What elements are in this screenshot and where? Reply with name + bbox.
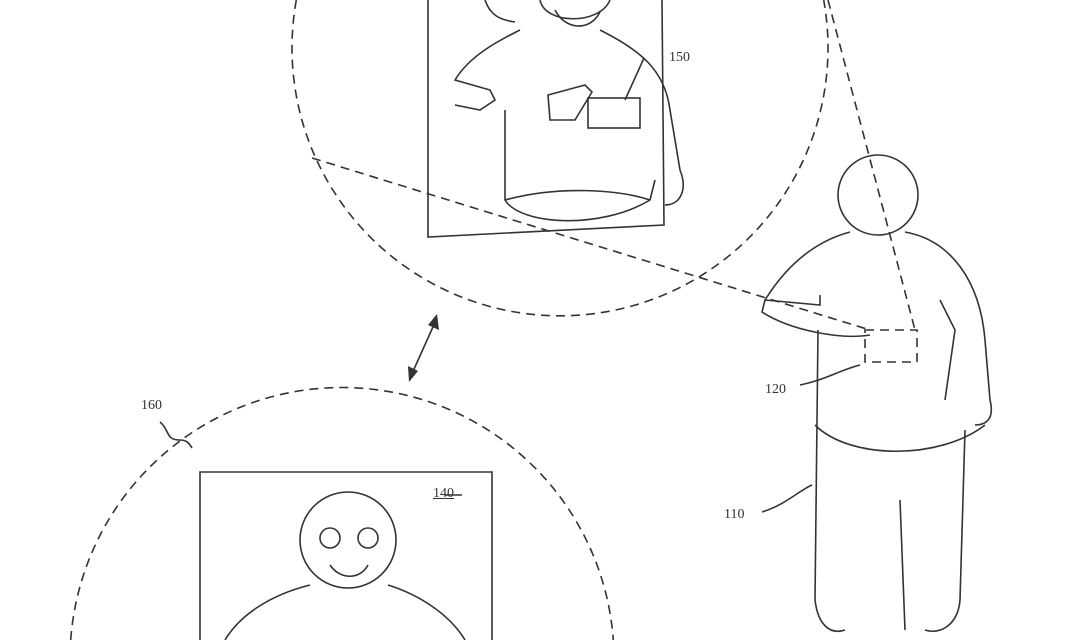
label-150: 150	[669, 50, 690, 65]
leader-120	[799, 364, 861, 386]
projection-line-upper	[827, 0, 916, 331]
label-110: 110	[724, 507, 745, 522]
display-frame	[199, 471, 493, 640]
device-in-photo	[587, 97, 641, 129]
upper-view-circle	[291, 0, 829, 317]
captured-image-frame	[427, 0, 684, 238]
leader-160	[159, 421, 193, 449]
user-figure	[761, 154, 993, 632]
projection-line-lower	[311, 157, 871, 331]
double-arrow-icon	[408, 314, 439, 382]
label-160: 160	[141, 398, 162, 413]
leader-110	[761, 484, 813, 513]
device-outline	[864, 329, 918, 363]
label-120: 120	[765, 382, 786, 397]
lower-view-circle	[69, 386, 615, 640]
label-140: 140	[433, 486, 454, 501]
